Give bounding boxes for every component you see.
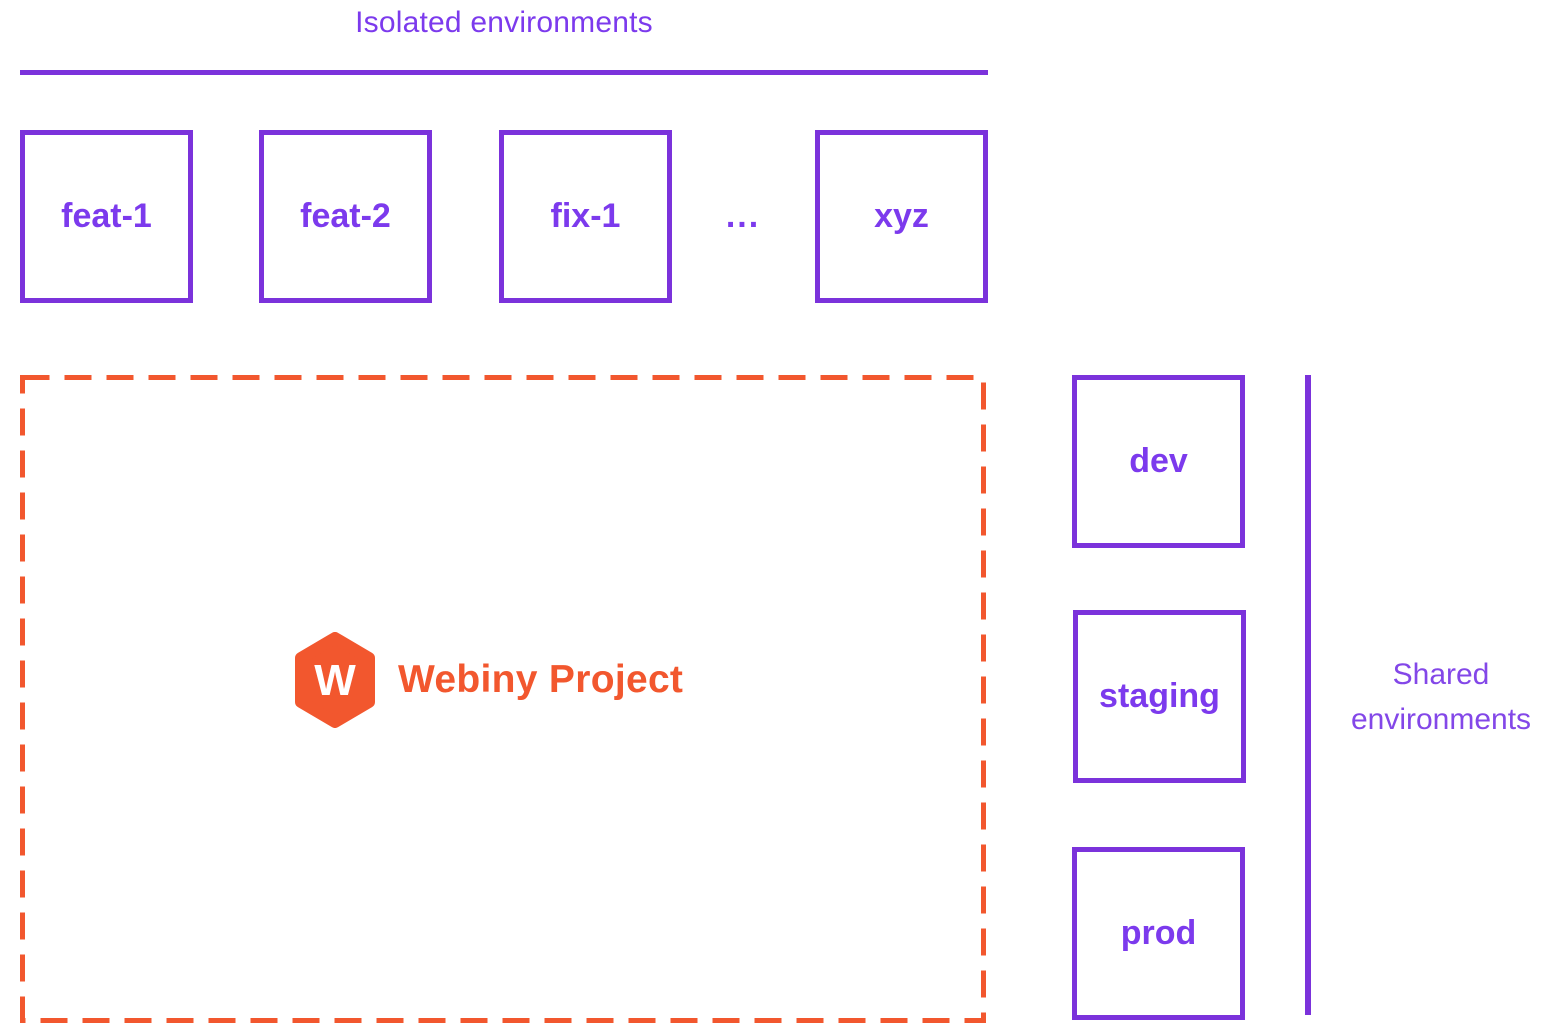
env-box-label: dev xyxy=(1129,442,1188,480)
webiny-logo-icon: W xyxy=(295,632,375,728)
webiny-project-label: Webiny Project xyxy=(398,658,684,701)
env-box-label: xyz xyxy=(874,197,929,235)
env-box-prod: prod xyxy=(1072,847,1245,1020)
shared-environments-rule xyxy=(1305,375,1311,1015)
webiny-logo-letter: W xyxy=(314,656,356,705)
env-box-label: prod xyxy=(1120,914,1197,952)
env-box-label: staging xyxy=(1099,677,1220,715)
env-box-dev: dev xyxy=(1072,375,1245,548)
env-box-fix-1: fix-1 xyxy=(499,130,672,303)
env-box-staging: staging xyxy=(1073,610,1246,783)
env-box-label: feat-1 xyxy=(61,197,152,235)
env-box-xyz: xyz xyxy=(815,130,988,303)
env-box-feat-1: feat-1 xyxy=(20,130,193,303)
isolated-environments-rule xyxy=(20,70,988,75)
env-box-feat-2: feat-2 xyxy=(259,130,432,303)
webiny-project: W Webiny Project xyxy=(294,632,683,728)
env-box-label: feat-2 xyxy=(300,197,391,235)
ellipsis-more-environments: ... xyxy=(725,197,761,235)
env-box-label: fix-1 xyxy=(550,197,621,235)
webiny-project-dashed-boundary xyxy=(20,375,986,1023)
shared-environments-title: Shared environments xyxy=(1350,658,1532,736)
isolated-environments-title: Isolated environments xyxy=(355,6,653,39)
